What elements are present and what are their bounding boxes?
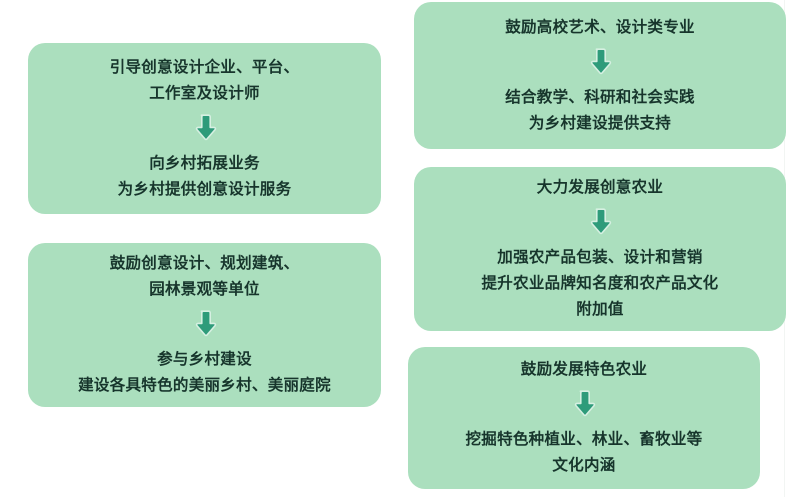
- arrow-down-icon: [193, 310, 217, 338]
- card-body-line: 提升农业品牌知名度和农产品文化: [481, 275, 719, 292]
- card-title-block: 大力发展创意农业: [537, 175, 663, 201]
- card-body-block: 参与乡村建设 建设各具特色的美丽乡村、美丽庭院: [78, 347, 331, 399]
- flow-card-right-2: 大力发展创意农业 加强农产品包装、设计和营销 提升农业品牌知名度和农产品文化 附…: [414, 167, 786, 331]
- card-title-line: 引导创意设计企业、平台、: [109, 58, 300, 76]
- card-body-line: 文化内涵: [552, 457, 616, 474]
- card-body-block: 向乡村拓展业务 为乡村提供创意设计服务: [118, 151, 292, 203]
- card-title-line: 鼓励发展特色农业: [520, 361, 648, 378]
- card-body-block: 结合教学、科研和社会实践 为乡村建设提供支持: [505, 85, 695, 137]
- card-body-line: 为乡村提供创意设计服务: [117, 180, 292, 198]
- arrow-down-icon: [588, 208, 612, 236]
- card-title-block: 鼓励创意设计、规划建筑、 园林景观等单位: [110, 251, 300, 303]
- arrow-down-icon: [572, 390, 596, 418]
- card-title-block: 鼓励发展特色农业: [521, 357, 647, 383]
- card-title-line: 园林景观等单位: [149, 281, 260, 298]
- card-title-line: 工作室及设计师: [149, 84, 260, 102]
- card-title-block: 鼓励高校艺术、设计类专业: [505, 15, 695, 41]
- flow-card-right-3: 鼓励发展特色农业 挖掘特色种植业、林业、畜牧业等 文化内涵: [408, 347, 760, 489]
- card-body-line: 结合教学、科研和社会实践: [505, 88, 695, 106]
- card-body-line: 向乡村拓展业务: [149, 154, 260, 172]
- card-body-block: 挖掘特色种植业、林业、畜牧业等 文化内涵: [465, 427, 702, 479]
- arrow-down-icon: [193, 113, 217, 142]
- flow-card-right-1: 鼓励高校艺术、设计类专业 结合教学、科研和社会实践 为乡村建设提供支持: [414, 2, 786, 149]
- card-body-line: 附加值: [576, 301, 624, 318]
- card-body-line: 为乡村建设提供支持: [528, 114, 672, 132]
- card-body-block: 加强农产品包装、设计和营销 提升农业品牌知名度和农产品文化 附加值: [481, 245, 718, 323]
- card-body-line: 加强农产品包装、设计和营销: [497, 249, 703, 266]
- card-title-line: 鼓励创意设计、规划建筑、: [109, 255, 300, 272]
- card-title-line: 大力发展创意农业: [536, 179, 664, 196]
- card-title-line: 鼓励高校艺术、设计类专业: [505, 18, 695, 36]
- card-body-line: 建设各具特色的美丽乡村、美丽庭院: [78, 377, 331, 394]
- card-body-line: 参与乡村建设: [157, 351, 252, 368]
- flow-card-left-2: 鼓励创意设计、规划建筑、 园林景观等单位 参与乡村建设 建设各具特色的美丽乡村、…: [28, 243, 381, 407]
- card-body-line: 挖掘特色种植业、林业、畜牧业等: [465, 431, 703, 448]
- flow-card-left-1: 引导创意设计企业、平台、 工作室及设计师 向乡村拓展业务 为乡村提供创意设计服务: [28, 43, 381, 214]
- arrow-down-icon: [588, 47, 612, 76]
- card-title-block: 引导创意设计企业、平台、 工作室及设计师: [110, 55, 300, 107]
